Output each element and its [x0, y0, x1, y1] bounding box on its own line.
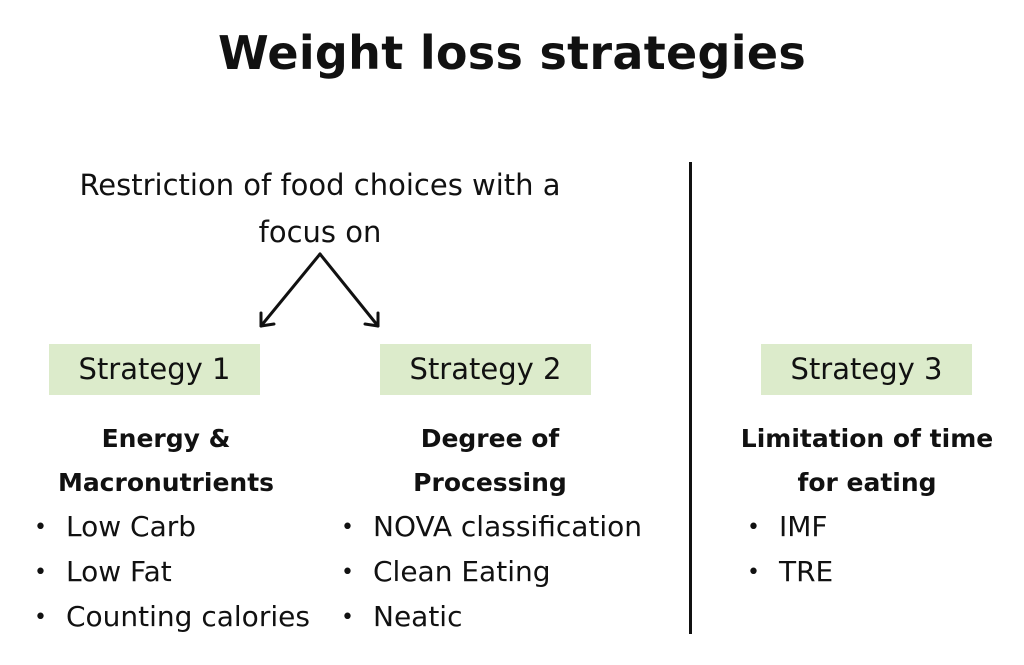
restriction-description-line-1: Restriction of food choices with a: [79, 168, 561, 202]
list-item: • Counting calories: [34, 595, 310, 640]
list-item: • TRE: [747, 550, 833, 595]
restriction-description-line-2: focus on: [258, 215, 382, 249]
list-item: • NOVA classification: [341, 505, 642, 550]
list-item-label: IMF: [779, 510, 828, 543]
list-item: • Low Carb: [34, 505, 310, 550]
bullet-icon: •: [34, 560, 47, 585]
bullet-icon: •: [341, 515, 354, 540]
strategy-1-list: • Low Carb • Low Fat • Counting calories: [34, 505, 310, 640]
strategy-2-heading-line-2: Processing: [413, 468, 567, 497]
bullet-icon: •: [34, 605, 47, 630]
list-item-label: Low Fat: [66, 555, 172, 588]
strategy-3-heading: Limitation of time for eating: [722, 417, 1012, 505]
arrowhead-strategy-2-icon: [363, 311, 380, 328]
strategy-2-list: • NOVA classification • Clean Eating • Neat…: [341, 505, 642, 640]
list-item-label: Counting calories: [66, 600, 310, 633]
strategy-3-list: • IMF • TRE: [747, 505, 833, 595]
diagram-title: Weight loss strategies: [217, 26, 807, 80]
bullet-icon: •: [747, 560, 760, 585]
list-item: • Clean Eating: [341, 550, 642, 595]
list-item-label: TRE: [779, 555, 834, 588]
list-item-label: Low Carb: [66, 510, 197, 543]
list-item: • Low Fat: [34, 550, 310, 595]
strategy-1-heading: Energy & Macronutrients: [36, 417, 296, 505]
bullet-icon: •: [341, 560, 354, 585]
strategy-3-heading-line-2: for eating: [797, 468, 937, 497]
list-item-label: Clean Eating: [373, 555, 551, 588]
strategy-2-badge: Strategy 2: [380, 344, 591, 395]
list-item-label: Neatic: [373, 600, 463, 633]
arrowhead-strategy-1-icon: [259, 311, 276, 328]
list-item: • Neatic: [341, 595, 642, 640]
strategy-1-badge: Strategy 1: [49, 344, 260, 395]
restriction-description: Restriction of food choices with a focus…: [50, 162, 590, 256]
arrow-to-strategy-1: [259, 252, 322, 328]
list-item-label: NOVA classification: [373, 510, 643, 543]
strategy-1-heading-line-1: Energy &: [101, 424, 231, 453]
strategy-1-heading-line-2: Macronutrients: [57, 468, 275, 497]
strategy-3-heading-line-1: Limitation of time: [740, 424, 994, 453]
list-item: • IMF: [747, 505, 833, 550]
bullet-icon: •: [34, 515, 47, 540]
arrow-to-strategy-2: [318, 252, 380, 328]
strategy-2-heading: Degree of Processing: [360, 417, 620, 505]
column-divider: [689, 162, 692, 634]
bullet-icon: •: [341, 605, 354, 630]
strategy-2-heading-line-1: Degree of: [420, 424, 560, 453]
bullet-icon: •: [747, 515, 760, 540]
strategy-3-badge: Strategy 3: [761, 344, 972, 395]
